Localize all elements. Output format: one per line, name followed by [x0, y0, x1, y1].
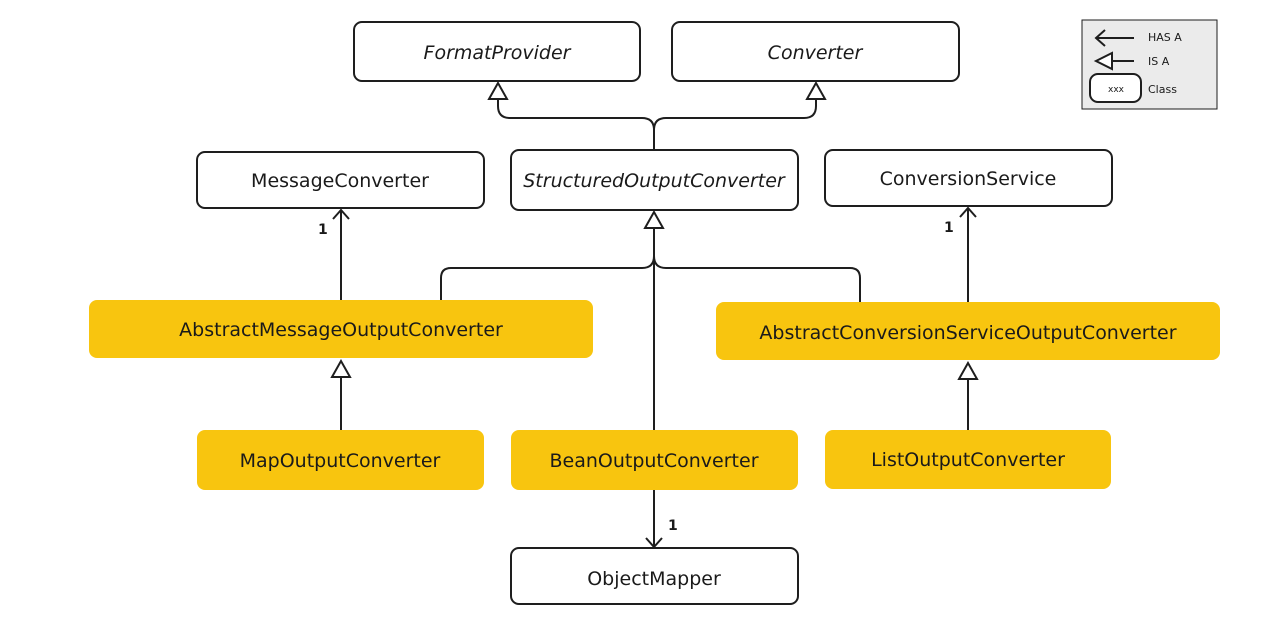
multiplicity-object-mapper: 1	[668, 518, 678, 534]
class-label: ListOutputConverter	[871, 449, 1065, 471]
legend-has-a: HAS A	[1094, 29, 1182, 47]
class-abstract-message-output-converter: AbstractMessageOutputConverter	[89, 300, 593, 358]
edge-abstract-conversion-to-soc	[653, 255, 861, 302]
is-a-arrow-abstract-conversion	[957, 360, 979, 380]
legend-class-label: Class	[1148, 83, 1177, 96]
has-a-arrow-conversion-service	[959, 206, 977, 218]
edge-soc-to-interfaces	[497, 98, 817, 150]
has-a-arrow-icon	[1094, 29, 1134, 47]
class-label: MessageConverter	[251, 170, 429, 192]
class-label: BeanOutputConverter	[549, 450, 758, 472]
multiplicity-message-converter: 1	[318, 222, 328, 238]
class-converter: Converter	[671, 21, 960, 82]
class-label: FormatProvider	[424, 42, 572, 64]
class-label: MapOutputConverter	[240, 450, 441, 472]
class-map-output-converter: MapOutputConverter	[197, 430, 484, 490]
class-abstract-conversion-service-output-converter: AbstractConversionServiceOutputConverter	[716, 302, 1220, 360]
is-a-arrow-converter	[805, 80, 827, 100]
legend-class-sample: xxx	[1108, 85, 1125, 95]
edge-abstract-message-to-soc	[440, 228, 655, 300]
class-list-output-converter: ListOutputConverter	[825, 430, 1111, 489]
class-label: StructuredOutputConverter	[523, 170, 786, 192]
is-a-arrow-soc	[643, 209, 665, 229]
class-message-converter: MessageConverter	[196, 151, 485, 209]
is-a-arrow-format-provider	[487, 80, 509, 100]
class-object-mapper: ObjectMapper	[510, 547, 799, 605]
class-label: AbstractMessageOutputConverter	[179, 319, 503, 341]
is-a-arrow-icon	[1093, 51, 1113, 71]
class-bean-output-converter: BeanOutputConverter	[511, 430, 798, 490]
legend-is-a: IS A	[1093, 51, 1170, 71]
class-conversion-service: ConversionService	[824, 149, 1113, 207]
legend-has-a-label: HAS A	[1148, 31, 1182, 44]
class-label: ConversionService	[880, 168, 1057, 190]
class-label: ObjectMapper	[587, 568, 721, 590]
legend: HAS A IS A xxx Class	[1081, 19, 1218, 110]
legend-is-a-label: IS A	[1148, 55, 1170, 68]
class-structured-output-converter: StructuredOutputConverter	[510, 149, 799, 211]
class-format-provider: FormatProvider	[353, 21, 641, 82]
class-label: AbstractConversionServiceOutputConverter	[759, 322, 1176, 344]
legend-class: xxx Class	[1089, 73, 1177, 103]
multiplicity-conversion-service: 1	[944, 220, 954, 236]
class-label: Converter	[768, 42, 864, 64]
class-box-icon	[1089, 73, 1142, 103]
is-a-arrow-abstract-message	[330, 358, 352, 378]
has-a-arrow-message-converter	[332, 208, 350, 220]
